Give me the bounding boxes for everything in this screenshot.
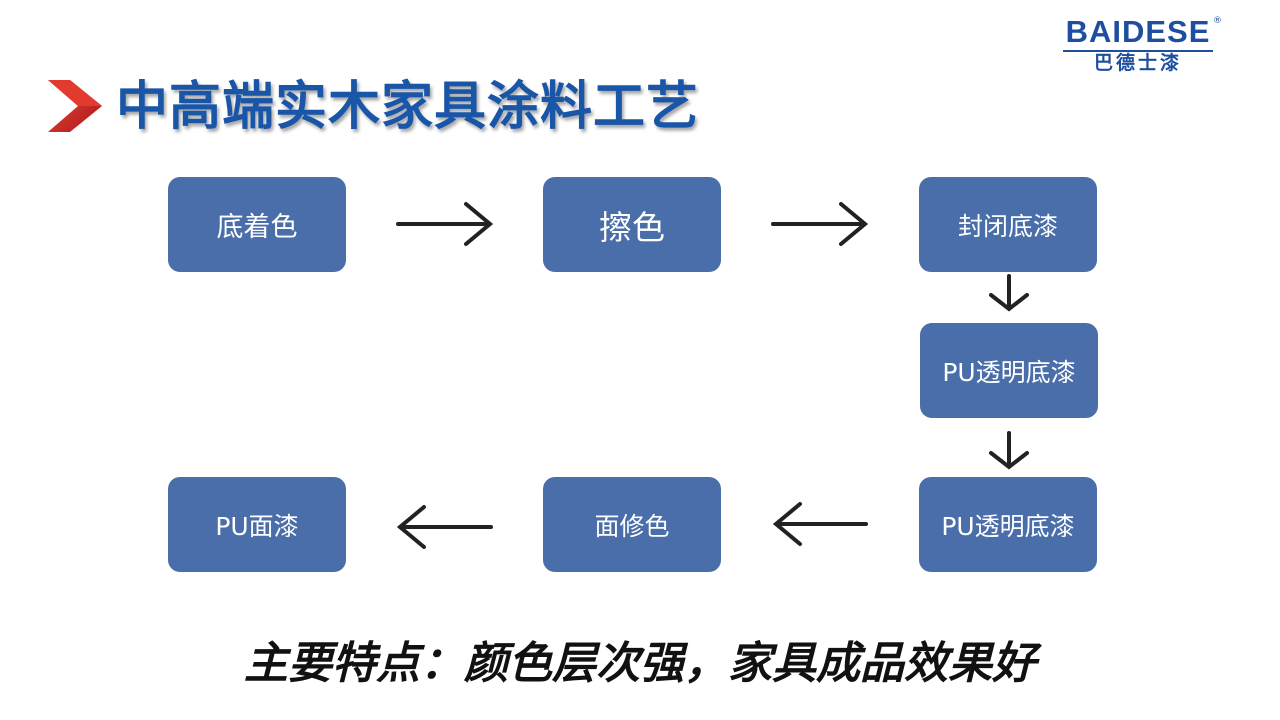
step-wipe-stain: 擦色 [543,177,721,272]
brand-logo: BAIDESE ® 巴德士漆 [1052,14,1224,78]
chevron-right-icon [48,80,102,132]
arrow-right-icon [771,202,869,246]
arrow-left-icon [772,502,868,546]
key-features: 主要特点：颜色层次强，家具成品效果好 [244,638,1036,689]
registered-mark: ® [1213,16,1222,26]
logo-english: BAIDESE [1065,14,1211,49]
logo-chinese: 巴德士漆 [1063,50,1213,74]
arrow-down-icon [989,431,1029,470]
step-pu-clear-primer-1: PU透明底漆 [920,323,1098,418]
step-top-touchup: 面修色 [543,477,721,572]
step-sealer: 封闭底漆 [919,177,1097,272]
arrow-down-icon [989,274,1029,312]
step-pu-topcoat: PU面漆 [168,477,346,572]
page-title: 中高端实木家具涂料工艺 [116,77,700,137]
arrow-right-icon [396,202,494,246]
step-base-stain: 底着色 [168,177,346,272]
arrow-left-icon [396,505,493,549]
step-pu-clear-primer-2: PU透明底漆 [919,477,1097,572]
